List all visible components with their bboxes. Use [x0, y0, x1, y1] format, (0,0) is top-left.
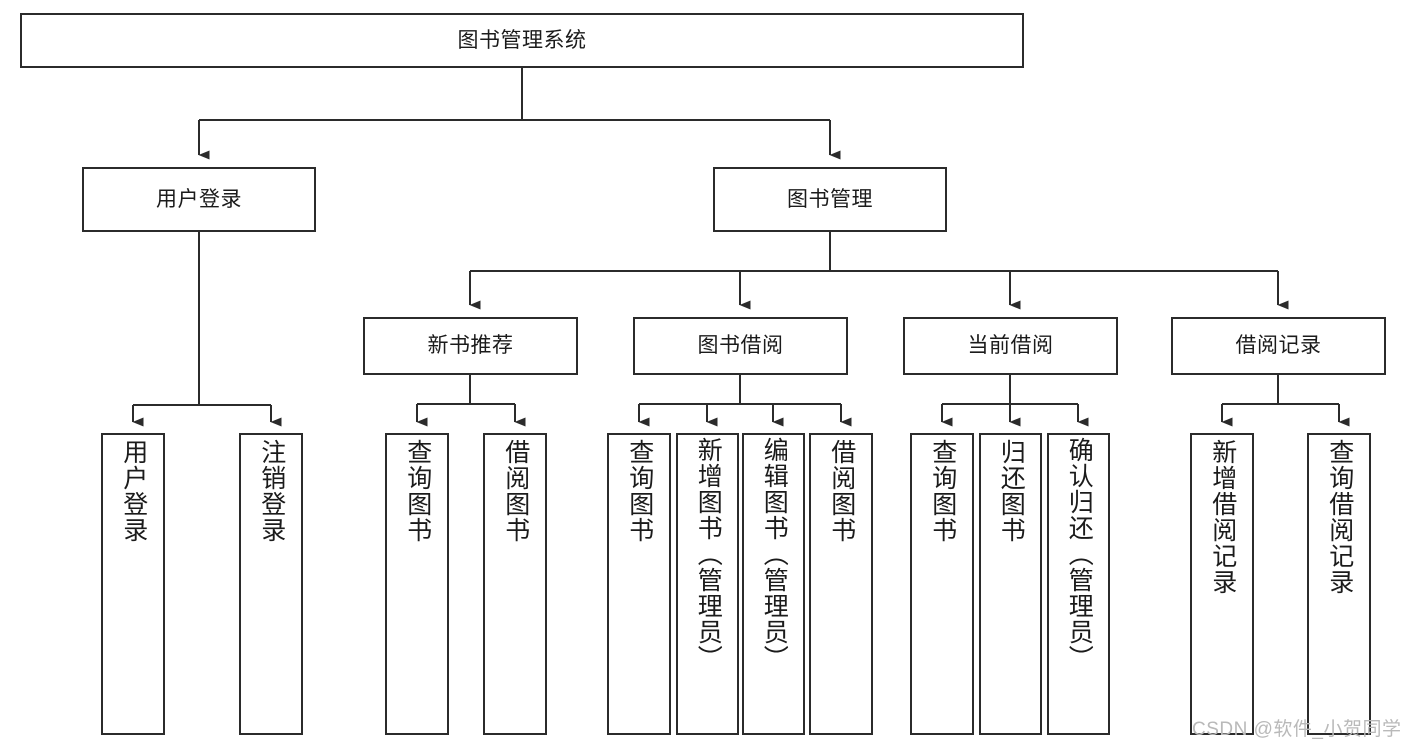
leaf-borrow-borrow-book[interactable]: 借阅图书 — [809, 433, 873, 735]
leaf-record-query-borrow-record[interactable]: 查询借阅记录 — [1307, 433, 1371, 735]
leaf-current-return-book[interactable]: 归还图书 — [979, 433, 1042, 735]
node-label: 编辑图书（管理员） — [760, 437, 789, 671]
node-book-management[interactable]: 图书管理 — [713, 167, 947, 232]
node-label: 新增图书（管理员） — [694, 437, 723, 671]
leaf-borrow-add-book-admin[interactable]: 新增图书（管理员） — [676, 433, 739, 735]
leaf-borrow-query-book[interactable]: 查询图书 — [607, 433, 671, 735]
node-label: 图书管理 — [787, 187, 873, 211]
leaf-record-add-borrow-record[interactable]: 新增借阅记录 — [1190, 433, 1254, 735]
node-book-borrow[interactable]: 图书借阅 — [633, 317, 848, 375]
leaf-borrow-edit-book-admin[interactable]: 编辑图书（管理员） — [742, 433, 805, 735]
leaf-new-book-query-book[interactable]: 查询图书 — [385, 433, 449, 735]
node-label: 图书管理系统 — [457, 28, 587, 52]
node-label: 查询图书 — [403, 439, 432, 543]
node-root-book-management-system[interactable]: 图书管理系统 — [20, 13, 1024, 68]
node-label: 借阅图书 — [827, 439, 856, 543]
node-new-book-recommend[interactable]: 新书推荐 — [363, 317, 578, 375]
node-label: 查询借阅记录 — [1325, 439, 1354, 595]
leaf-user-login-login[interactable]: 用户登录 — [101, 433, 165, 735]
node-label: 用户登录 — [119, 439, 148, 543]
node-label: 新书推荐 — [427, 334, 514, 358]
node-label: 查询图书 — [928, 439, 957, 543]
node-label: 用户登录 — [156, 187, 242, 211]
node-user-login[interactable]: 用户登录 — [82, 167, 316, 232]
node-label: 当前借阅 — [967, 334, 1054, 358]
leaf-new-book-borrow-book[interactable]: 借阅图书 — [483, 433, 547, 735]
node-label: 归还图书 — [997, 439, 1026, 543]
node-label: 确认归还（管理员） — [1065, 437, 1094, 671]
leaf-current-query-book[interactable]: 查询图书 — [910, 433, 974, 735]
node-label: 借阅图书 — [501, 439, 530, 543]
leaf-user-login-logout[interactable]: 注销登录 — [239, 433, 303, 735]
node-label: 新增借阅记录 — [1208, 439, 1237, 595]
node-label: 图书借阅 — [697, 334, 784, 358]
node-label: 借阅记录 — [1235, 334, 1322, 358]
node-borrow-record[interactable]: 借阅记录 — [1171, 317, 1386, 375]
node-label: 注销登录 — [257, 439, 286, 543]
node-label: 查询图书 — [625, 439, 654, 543]
leaf-current-confirm-return-admin[interactable]: 确认归还（管理员） — [1047, 433, 1110, 735]
node-current-borrow[interactable]: 当前借阅 — [903, 317, 1118, 375]
